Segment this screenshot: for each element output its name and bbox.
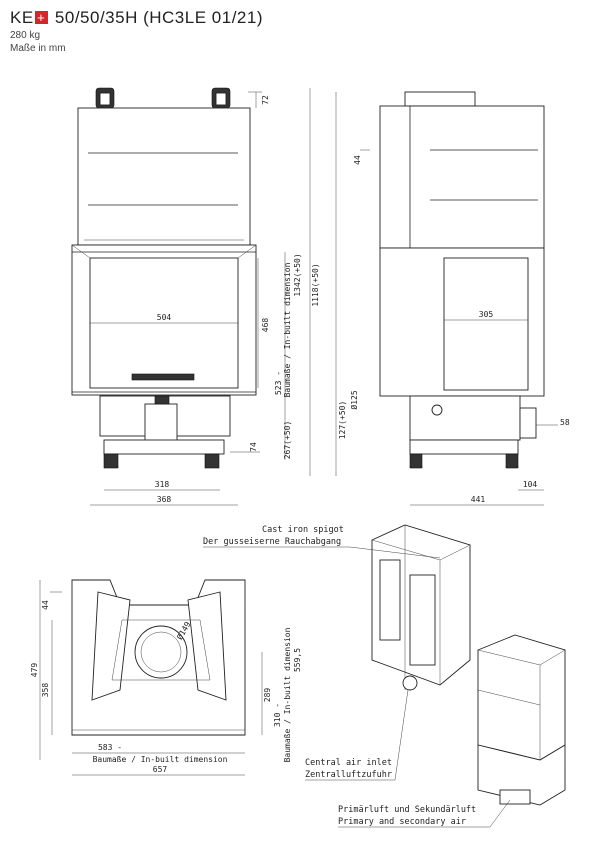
page-title: KE+ 50/50/35H (HC3LE 01/21) — [10, 8, 263, 28]
dim-top-559: 559,5 — [293, 648, 302, 672]
brand-text: KE — [10, 8, 34, 27]
front-view: 72 504 468 523 - Baumaße / In-built dime… — [71, 87, 320, 506]
units-note: Maße in mm — [10, 43, 66, 54]
dim-top-358: 358 — [41, 683, 50, 698]
dim-side-127: 127(+50) — [338, 401, 347, 440]
note-spigot-de: Der gusseiserne Rauchabgang — [203, 537, 341, 547]
dim-side-58: 58 — [560, 418, 570, 427]
weight-text: 280 kg — [10, 30, 41, 41]
note-primary-en: Primary and secondary air — [338, 817, 466, 827]
top-view: 44 479 358 Ø149 289 310 - Baumaße / In-b… — [30, 579, 302, 776]
swiss-cross-logo-icon: + — [34, 11, 48, 24]
dim-height: 468 — [261, 318, 270, 333]
dim-523: 523 - — [274, 371, 283, 395]
dim-74: 74 — [249, 442, 258, 452]
dim-builtin-label: Baumaße / In-built dimension — [283, 262, 292, 397]
dim-267: 267(+50) — [283, 421, 292, 460]
dim-368: 368 — [157, 495, 172, 504]
dim-top-657: 657 — [153, 765, 168, 774]
note-spigot-en: Cast iron spigot — [262, 525, 344, 535]
dim-top-479: 479 — [30, 663, 39, 678]
dim-width: 504 — [157, 313, 172, 322]
dim-builtin-value: 1342(+50) — [293, 253, 302, 296]
dim-side-diam: Ø125 — [349, 390, 359, 409]
dim-top-310: 310 - — [273, 703, 282, 727]
dim-top-44: 44 — [41, 600, 50, 610]
dim-side-441: 441 — [471, 495, 486, 504]
note-primary-de: Primärluft und Sekundärluft — [338, 805, 476, 815]
isometric-view-small — [477, 634, 566, 806]
note-air-inlet-de: Zentralluftzufuhr — [305, 770, 392, 780]
dim-top-builtin-label: Baumaße / In-built dimension — [283, 627, 292, 762]
dim-total: 1118(+50) — [311, 263, 320, 306]
dim-top-builtin-label-bottom: Baumaße / In-built dimension — [93, 755, 228, 764]
note-air-inlet-en: Central air inlet — [305, 758, 392, 768]
dim-side-104: 104 — [523, 480, 538, 489]
dim-top-289: 289 — [263, 688, 272, 703]
dim-305: 305 — [479, 310, 494, 319]
model-text: 50/50/35H (HC3LE 01/21) — [54, 8, 263, 27]
dim-318: 318 — [155, 480, 170, 489]
dim-side-44: 44 — [353, 155, 362, 165]
dim-top-583: 583 - — [98, 743, 122, 752]
notes: Cast iron spigot Der gusseiserne Rauchab… — [203, 525, 511, 828]
side-view: 305 44 127(+50) Ø125 58 104 441 — [335, 91, 570, 506]
isometric-view-large — [371, 524, 471, 691]
dim-top: 72 — [261, 95, 270, 105]
